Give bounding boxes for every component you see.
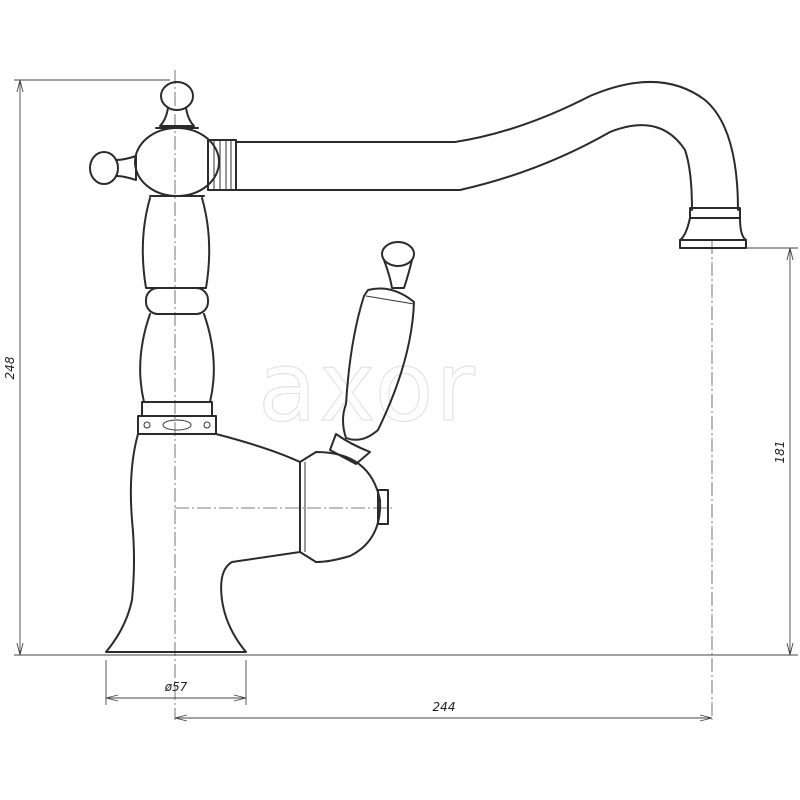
dimension-label-181: 181: [773, 441, 787, 464]
dimension-label-248: 248: [3, 356, 17, 379]
cross-hub: [134, 127, 220, 197]
swan-neck-spout: [235, 81, 747, 249]
watermark-logo: axor: [258, 331, 477, 443]
dimension-label-244: 244: [433, 700, 456, 714]
lever-handle: [329, 241, 415, 465]
lower-column-bulb: [137, 313, 217, 435]
dimension-label-57: ø57: [164, 680, 188, 694]
faucet-body: [105, 433, 301, 653]
dimension-spout-height: 181: [773, 247, 794, 656]
dimension-overall-height: 248: [3, 79, 24, 656]
dimension-base-diameter: ø57: [105, 680, 247, 702]
dimension-spout-reach: 244: [174, 700, 713, 722]
side-finial-knob: [89, 151, 137, 185]
upper-column-bulb: [141, 197, 211, 315]
spout-collar: [207, 139, 237, 191]
top-finial-knob: [159, 81, 195, 127]
valve-housing: [299, 451, 389, 563]
